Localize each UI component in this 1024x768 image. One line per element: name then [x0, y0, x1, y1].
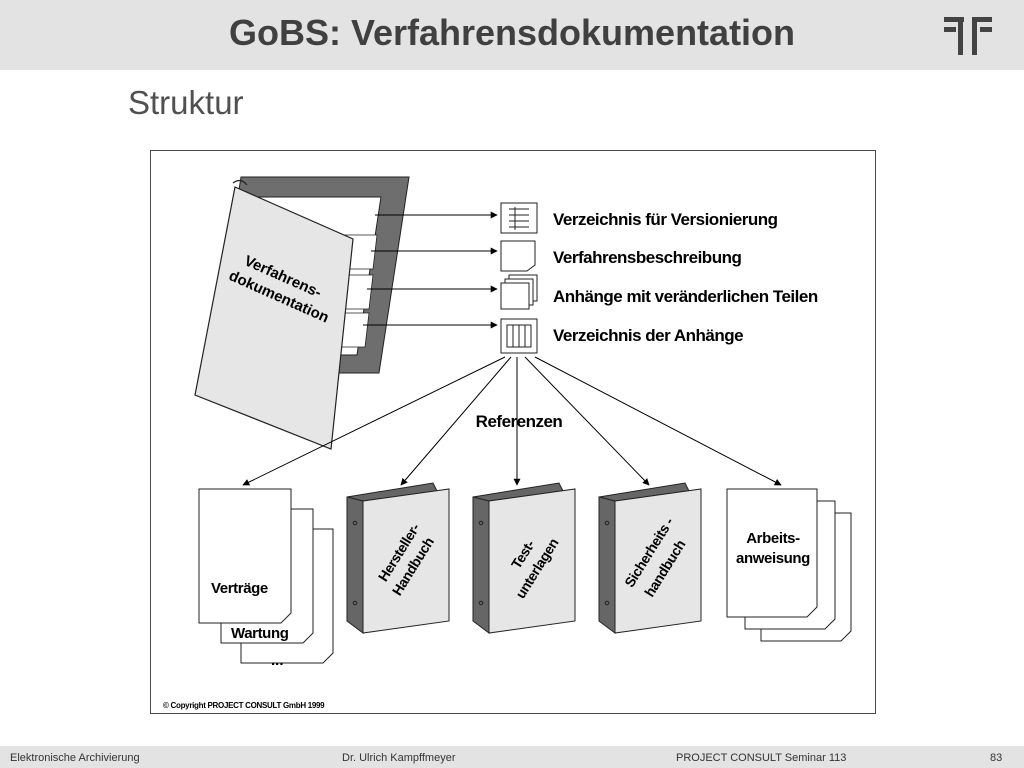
- project-consult-logo: [944, 17, 992, 55]
- doc-label-wartung: Wartung: [231, 625, 289, 642]
- document-icon: [500, 240, 536, 272]
- diagram-frame: Verfahrens- dokumentation: [150, 150, 876, 714]
- references-label: Referenzen: [476, 412, 563, 431]
- contracts-documents-stack: [198, 488, 334, 664]
- arrow-to-sicherheitshandbuch: [524, 356, 650, 486]
- slide-subtitle: Struktur: [128, 84, 244, 121]
- footer-course-title: Elektronische Archivierung: [10, 752, 140, 764]
- section-label-verzeichnis-anhaenge: Verzeichnis der Anhänge: [553, 326, 743, 345]
- arbeits-label-line1: Arbeits-: [746, 530, 800, 547]
- structure-diagram: Verfahrens- dokumentation: [163, 176, 852, 710]
- slide-footer: Elektronische Archivierung Dr. Ulrich Ka…: [0, 746, 1024, 768]
- stacked-documents-icon: [500, 274, 538, 310]
- arrow-to-arbeitsanweisung: [534, 356, 782, 486]
- arrow-to-vertraege: [242, 356, 506, 486]
- slide-header: GoBS: Verfahrensdokumentation: [0, 0, 1024, 70]
- copyright-text: © Copyright PROJECT CONSULT GmbH 1999: [163, 701, 325, 710]
- arbeitsanweisung-documents-stack: [726, 488, 852, 642]
- slide-title: GoBS: Verfahrensdokumentation: [228, 12, 796, 53]
- footer-page-number: 83: [990, 752, 1003, 764]
- section-label-anhaenge: Anhänge mit veränderlichen Teilen: [553, 287, 818, 306]
- hersteller-handbuch-binder: Hersteller- Handbuch: [346, 482, 450, 634]
- index-document-icon: [500, 318, 538, 354]
- verfahrensdokumentation-folder: Verfahrens- dokumentation: [194, 176, 410, 450]
- doc-label-more: ...: [271, 652, 284, 669]
- table-document-icon: [500, 202, 538, 234]
- sicherheitshandbuch-binder: Sicherheits - handbuch: [598, 482, 702, 634]
- arbeits-label-line2: anweisung: [736, 550, 810, 567]
- footer-seminar: PROJECT CONSULT Seminar 113: [676, 752, 847, 764]
- section-label-beschreibung: Verfahrensbeschreibung: [553, 248, 741, 267]
- testunterlagen-binder: Test- unterlagen: [472, 482, 576, 634]
- doc-label-vertraege: Verträge: [211, 580, 268, 597]
- section-label-versionierung: Verzeichnis für Versionierung: [553, 210, 778, 229]
- arrow-to-herstellerhandbuch: [400, 356, 512, 486]
- footer-author: Dr. Ulrich Kampffmeyer: [342, 752, 456, 764]
